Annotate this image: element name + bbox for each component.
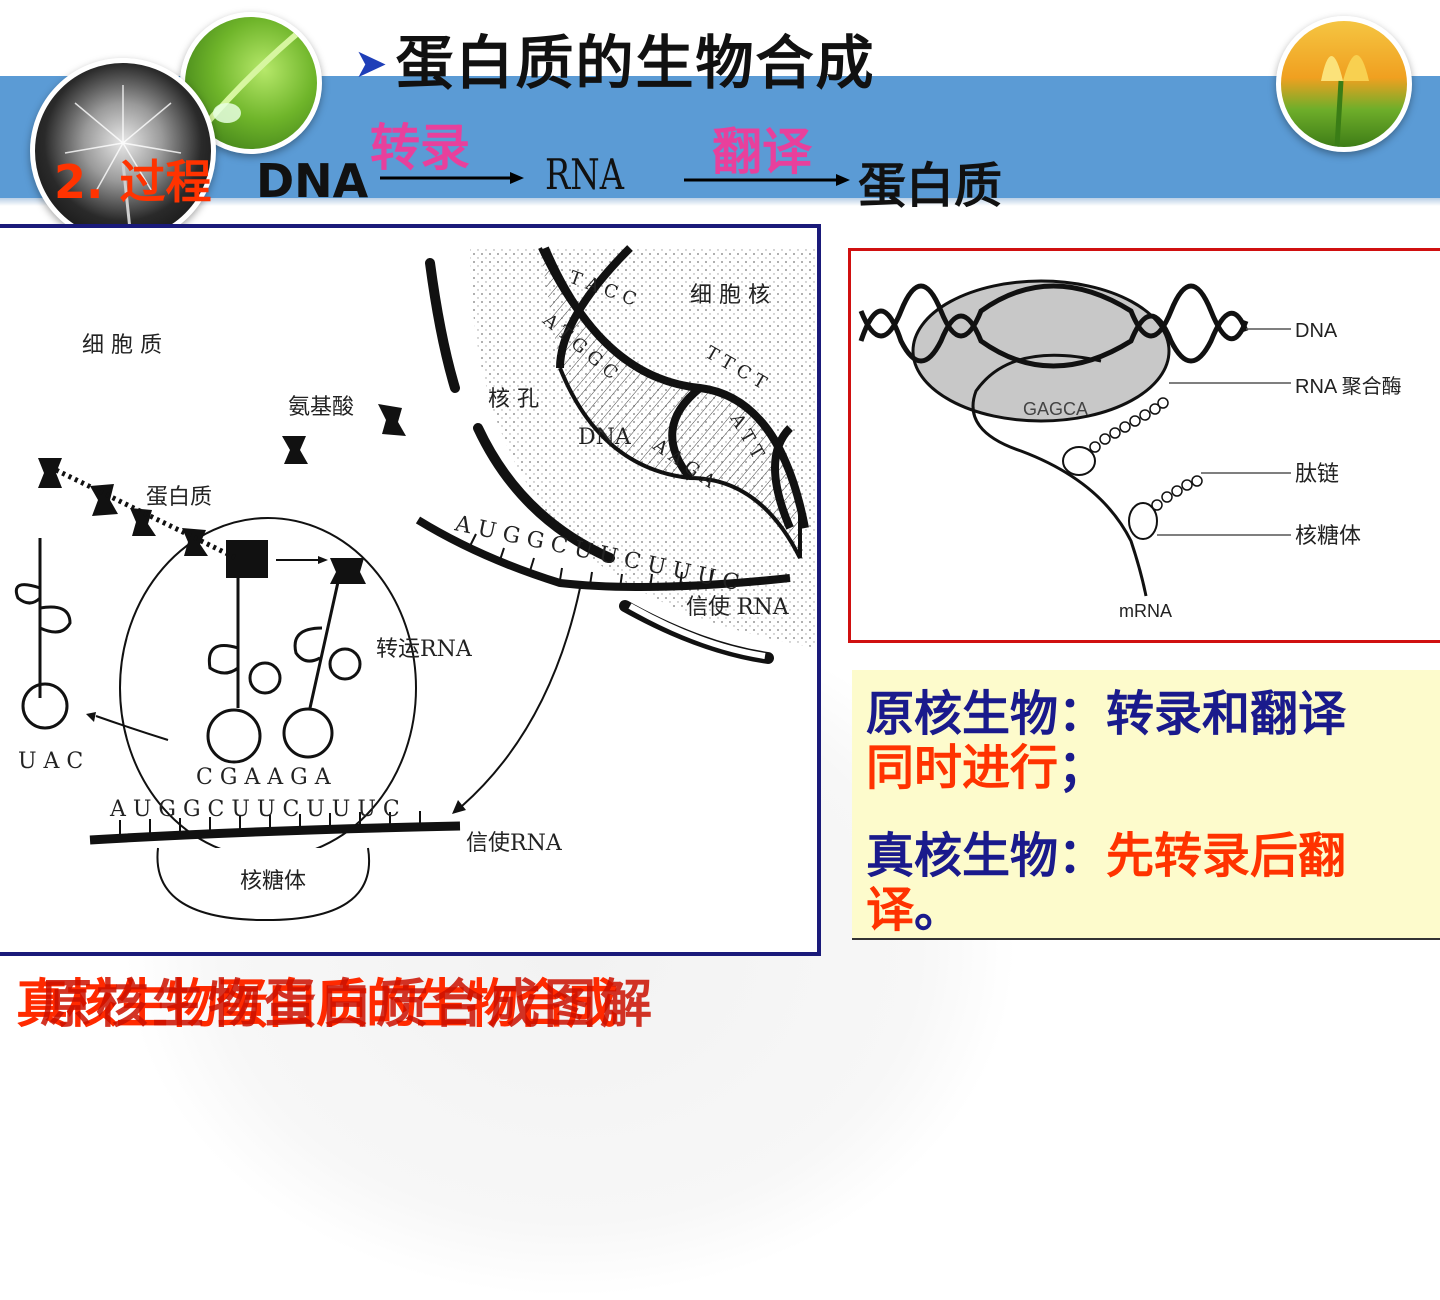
flow-arrows — [380, 172, 850, 186]
label-dna-right: DNA — [1295, 320, 1338, 342]
label-peptide: 肽链 — [1295, 461, 1339, 486]
bullet-arrow-icon: ➤ — [354, 41, 390, 87]
trna-bound-2 — [282, 572, 362, 759]
peptide-chain-1 — [1089, 397, 1169, 453]
mrna-nucleus-strand — [415, 516, 791, 591]
label-mrna-right: mRNA — [1119, 601, 1172, 621]
label-trna-bases: C G A A G A — [196, 765, 332, 790]
eukaryote-body-a: 先转录后翻 — [1106, 828, 1347, 884]
trna-free — [14, 538, 72, 730]
flow-dna: DNA — [256, 154, 369, 208]
peptide-bond-line — [54, 467, 238, 561]
nuclear-envelope-lower — [473, 423, 615, 563]
arrow-translation — [684, 174, 850, 186]
label-mrna-nucleus: 信使 RNA — [686, 595, 790, 620]
label-mrna-ribosome: 信使RNA — [466, 831, 563, 856]
mrna-nucleus-ticks — [469, 533, 713, 589]
eukaryote-head: 真核生物： — [866, 828, 1107, 884]
prokaryote-body-a: 转录和翻译 — [1106, 686, 1347, 742]
comparison-notes: 原核生物：转录和翻译 同时进行； 真核生物：先转录后翻 译。 — [852, 670, 1440, 940]
eukaryote-body-b: 译 — [866, 882, 915, 938]
slide-title: ➤蛋白质的生物合成 — [354, 16, 876, 100]
prokaryote-diagram: GAGCA DNA RNA 聚合酶 肽链 核糖体 mRNA — [848, 248, 1440, 643]
prokaryote-end: ； — [1058, 740, 1107, 796]
caption-prokaryote: 原核生物蛋白质合成图解 — [40, 975, 657, 1035]
trna-bound-1 — [206, 573, 282, 764]
protein-chain — [38, 404, 406, 584]
prokaryote-transcription-diagram: GAGCA DNA RNA 聚合酶 肽链 核糖体 mRNA — [858, 279, 1402, 621]
slide-title-text: 蛋白质的生物合成 — [395, 29, 876, 97]
arrow-aa-to-trna — [276, 556, 328, 564]
prokaryote-body-b: 同时进行 — [866, 740, 1059, 796]
flow-protein: 蛋白质 — [858, 158, 1003, 214]
mrna-strand-right — [971, 353, 1148, 597]
prokaryote-head: 原核生物： — [866, 686, 1107, 742]
header-band-shadow — [0, 198, 1440, 206]
prokaryote-line-2: 同时进行； — [866, 728, 1106, 798]
eukaryote-diagram: 细 胞 质 细 胞 核 氨基酸 核 孔 DNA 蛋白质 转运RNA 信使 RNA… — [0, 224, 821, 956]
ribosome-small — [156, 847, 371, 922]
label-ribosome: 核糖体 — [240, 869, 306, 894]
arrow-trna-release — [86, 712, 169, 741]
prokaryote-line-1: 原核生物：转录和翻译 — [866, 674, 1346, 744]
dandelion-icon — [64, 85, 182, 239]
label-cytoplasm: 细 胞 质 — [82, 333, 162, 358]
label-anticodon: U A C — [18, 749, 83, 774]
nuclear-envelope — [425, 258, 460, 393]
ribosome-2 — [1128, 502, 1158, 540]
label-nuclear-pore: 核 孔 — [488, 387, 539, 412]
label-amino-acid: 氨基酸 — [288, 395, 354, 420]
label-mrna-bases-ribosome: A U G G C U U C U U U C — [109, 797, 400, 822]
flow-rna: RNA — [545, 150, 624, 199]
arrow-mrna-transport — [452, 587, 581, 814]
caption-eukaryote: 真核生物蛋白质的生物合成 — [16, 975, 618, 1035]
ribosome-1 — [1062, 446, 1096, 476]
dandelion-photo — [30, 58, 216, 244]
tulip-icon — [1321, 55, 1369, 147]
label-trna: 转运RNA — [376, 637, 473, 662]
leaf-photo — [180, 12, 322, 154]
process-label: 2. 过程 — [54, 155, 212, 209]
peptide-chain-2 — [1151, 475, 1203, 511]
label-bases: GAGCA — [1023, 399, 1088, 419]
tulip-photo — [1276, 16, 1412, 152]
protein-synthesis-diagram: 细 胞 质 细 胞 核 氨基酸 核 孔 DNA 蛋白质 转运RNA 信使 RNA… — [14, 245, 817, 922]
dna-helix — [538, 245, 809, 559]
mrna-ribosome-ticks — [119, 811, 421, 836]
label-dna: DNA — [578, 425, 632, 450]
flow-translation: 翻译 — [712, 123, 812, 181]
dna-double-strand — [858, 283, 1249, 369]
eukaryote-line-1: 真核生物：先转录后翻 — [866, 816, 1346, 886]
flow-transcription: 转录 — [370, 119, 470, 177]
leader-lines — [1157, 328, 1291, 536]
label-ribosome-right: 核糖体 — [1295, 523, 1361, 548]
label-protein: 蛋白质 — [146, 485, 212, 510]
label-rna-polymerase: RNA 聚合酶 — [1295, 375, 1402, 398]
label-nucleus: 细 胞 核 — [690, 283, 770, 308]
arrow-transcription — [380, 172, 524, 184]
eukaryote-line-2: 译。 — [866, 870, 962, 940]
mrna-ribosome-strand — [89, 821, 461, 845]
eukaryote-end: 。 — [914, 882, 963, 938]
